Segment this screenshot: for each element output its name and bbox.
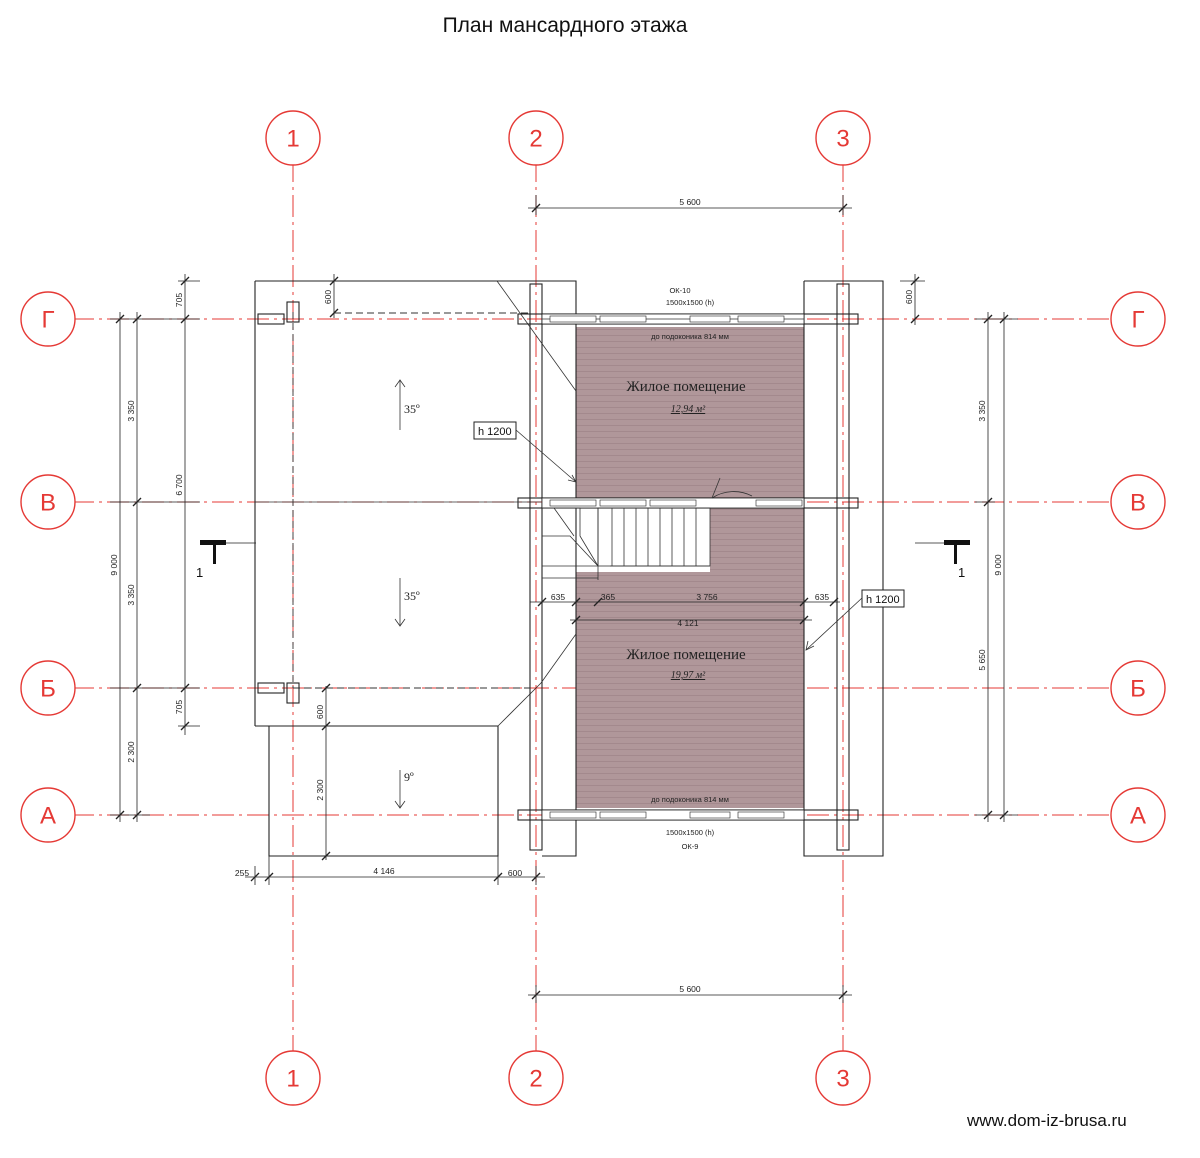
page-title: План мансардного этажа	[442, 14, 688, 37]
svg-text:5 650: 5 650	[977, 649, 987, 671]
axis-lines	[72, 160, 1113, 1055]
svg-text:Г: Г	[42, 307, 55, 334]
svg-text:635: 635	[551, 592, 565, 602]
height-label-right: h 1200	[805, 589, 905, 651]
svg-text:635: 635	[815, 592, 829, 602]
slope-arrow-middle	[394, 578, 406, 627]
svg-text:2: 2	[529, 126, 542, 153]
svg-text:Б: Б	[1130, 676, 1146, 703]
window-strip-bottom	[541, 809, 805, 821]
slope-label-middle: 35º	[404, 589, 420, 603]
slope-arrow-top	[394, 379, 406, 430]
dimension-bottom-span: 5 600	[528, 984, 852, 1003]
slope-label-top: 35º	[404, 402, 420, 416]
axis-bubble-v-right: В	[1110, 474, 1166, 530]
svg-text:А: А	[40, 803, 56, 830]
section-mark-right: 1	[915, 540, 970, 580]
svg-text:3 350: 3 350	[126, 584, 136, 606]
svg-text:600: 600	[508, 868, 522, 878]
window-sill-top: до подоконика 814 мм	[651, 332, 729, 341]
section-mark-left: 1	[196, 540, 256, 580]
axis-bubble-g-right: Г	[1110, 291, 1166, 347]
svg-text:1: 1	[196, 565, 203, 580]
svg-text:2: 2	[529, 1066, 542, 1093]
axis-bubble-3-bottom: 3	[815, 1050, 871, 1106]
window-size-bottom: 1500х1500 (h)	[666, 828, 715, 837]
svg-text:4 146: 4 146	[373, 866, 395, 876]
window-mark-bottom: ОК-9	[682, 842, 699, 851]
svg-text:4 121: 4 121	[677, 618, 699, 628]
svg-text:9 000: 9 000	[109, 554, 119, 576]
window-strip-top	[541, 313, 805, 325]
window-mark-top: ОК-10	[669, 286, 690, 295]
axis-bubble-v-left: В	[20, 474, 76, 530]
axis-bubble-2-top: 2	[508, 110, 564, 166]
svg-text:5 600: 5 600	[679, 197, 701, 207]
svg-text:1: 1	[286, 126, 299, 153]
svg-text:600: 600	[315, 705, 325, 719]
axis-bubble-3-top: 3	[815, 110, 871, 166]
staircase	[542, 507, 711, 580]
svg-text:600: 600	[323, 290, 333, 304]
svg-text:705: 705	[174, 293, 184, 307]
svg-text:h 1200: h 1200	[478, 426, 512, 438]
axis-bubble-1-bottom: 1	[265, 1050, 321, 1106]
axis-bubble-a-right: А	[1110, 787, 1166, 843]
svg-text:255: 255	[235, 868, 249, 878]
svg-text:В: В	[40, 490, 56, 517]
svg-text:365: 365	[601, 592, 615, 602]
axis-bubble-b-right: Б	[1110, 660, 1166, 716]
dimension-left-chains: 9 000 3 350 3 350 2 300 6 700 705 705	[109, 274, 200, 822]
svg-text:3 756: 3 756	[696, 592, 718, 602]
axis-bubble-a-left: А	[20, 787, 76, 843]
svg-text:6 700: 6 700	[174, 474, 184, 496]
svg-text:705: 705	[174, 700, 184, 714]
room-fill-top	[576, 327, 804, 498]
room-area-bottom: 19,97 м²	[671, 670, 706, 681]
dimension-middle-chain: 635 365 3 756 635 4 121	[530, 592, 840, 628]
slope-label-bottom: 9º	[404, 770, 414, 784]
svg-text:3 350: 3 350	[126, 400, 136, 422]
svg-text:5 600: 5 600	[679, 984, 701, 994]
site-url[interactable]: www.dom-iz-brusa.ru	[967, 1111, 1127, 1130]
axis-bubble-1-top: 1	[265, 110, 321, 166]
axis-bubble-g-left: Г	[20, 291, 76, 347]
svg-text:В: В	[1130, 490, 1146, 517]
window-sill-bottom: до подоконика 814 мм	[651, 795, 729, 804]
svg-text:Б: Б	[40, 676, 56, 703]
svg-text:600: 600	[904, 290, 914, 304]
svg-text:h 1200: h 1200	[866, 594, 900, 606]
room-fill-bottom	[576, 507, 804, 808]
dimension-top-span: 5 600	[528, 195, 852, 215]
svg-text:2 300: 2 300	[126, 741, 136, 763]
height-label-left: h 1200	[473, 421, 577, 483]
dimension-inner-left: 600 600 2 300	[315, 274, 339, 861]
svg-text:А: А	[1130, 803, 1146, 830]
svg-text:1: 1	[958, 565, 965, 580]
axis-bubble-b-left: Б	[20, 660, 76, 716]
svg-text:Г: Г	[1132, 307, 1145, 334]
dimension-bottom-chain: 255 4 146 600	[235, 856, 545, 885]
svg-text:9 000: 9 000	[993, 554, 1003, 576]
room-name-bottom: Жилое помещение	[626, 647, 746, 663]
window-size-top: 1500х1500 (h)	[666, 298, 715, 307]
dimension-right-chains: 3 350 5 650 9 000 600	[900, 274, 1018, 822]
svg-text:3 350: 3 350	[977, 400, 987, 422]
room-area-top: 12,94 м²	[671, 404, 706, 415]
slope-arrow-bottom	[394, 770, 406, 809]
axis-bubble-2-bottom: 2	[508, 1050, 564, 1106]
svg-text:3: 3	[836, 126, 849, 153]
svg-text:1: 1	[286, 1066, 299, 1093]
room-name-top: Жилое помещение	[626, 379, 746, 395]
svg-text:2 300: 2 300	[315, 779, 325, 801]
svg-text:3: 3	[836, 1066, 849, 1093]
